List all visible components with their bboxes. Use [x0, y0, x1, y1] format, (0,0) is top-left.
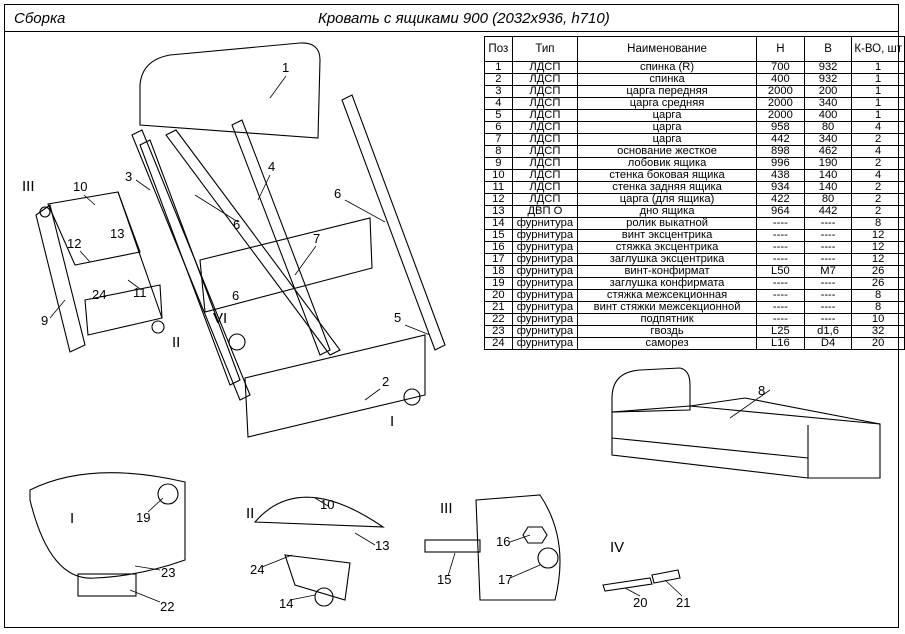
callout-1: 1: [282, 60, 289, 75]
header-section-label: Сборка: [14, 10, 66, 27]
callout-20: 20: [633, 595, 647, 610]
fitting-circle-iii: [39, 206, 51, 218]
callout-9: 9: [41, 313, 48, 328]
view-marker-vi: VI: [213, 310, 227, 327]
headboard-panel: [139, 42, 321, 139]
callout-17: 17: [498, 572, 512, 587]
callout-6c: 6: [232, 288, 239, 303]
callout-24-detail: 24: [250, 562, 264, 577]
detail-iii-board: [475, 494, 561, 601]
callout-13-detail: 13: [375, 538, 389, 553]
callout-12: 12: [67, 236, 81, 251]
callout-11: 11: [133, 285, 147, 300]
interconnect-nut: [651, 569, 681, 584]
eccentric-cap-icon: [537, 547, 559, 569]
col-header-name: Наименование: [577, 36, 757, 62]
detail-iii-title: III: [440, 500, 453, 517]
cell-h: ----: [755, 253, 805, 266]
callout-23: 23: [161, 565, 175, 580]
col-header-qty: К-ВО, шт: [851, 36, 905, 62]
cross-panel: [199, 217, 373, 313]
callout-3: 3: [125, 169, 132, 184]
callout-10: 10: [73, 179, 87, 194]
cell-name: саморез: [577, 337, 757, 350]
callout-15: 15: [437, 572, 451, 587]
callout-4: 4: [268, 159, 275, 174]
callout-5: 5: [394, 310, 401, 325]
confirmat-circle-i: [403, 388, 421, 406]
view-marker-i: I: [390, 413, 394, 430]
middle-rail-2: [231, 119, 331, 356]
fitting-circle-vi: [228, 333, 246, 351]
callout-14: 14: [279, 596, 293, 611]
callout-8: 8: [758, 383, 765, 398]
middle-rail: [165, 129, 341, 356]
callout-7: 7: [313, 231, 320, 246]
view-marker-ii: II: [172, 334, 180, 351]
footboard-panel: [244, 334, 426, 438]
leader-lines: [49, 75, 771, 603]
callout-21: 21: [676, 595, 690, 610]
detail-i-board: [29, 472, 186, 579]
roller-circle-ii: [151, 320, 165, 334]
detail-i-title: I: [70, 510, 74, 527]
floor-pad: [77, 573, 137, 597]
interconnect-screw: [602, 577, 653, 592]
roller-bracket: [284, 554, 351, 601]
eccentric-bolt: [424, 539, 481, 553]
table-header-row: Поз Тип Наименование Н В К-ВО, шт: [484, 36, 905, 62]
confirmat-cap-icon: [157, 483, 179, 505]
header-divider: [4, 31, 899, 32]
callout-19: 19: [136, 510, 150, 525]
drawer-side: [47, 191, 141, 266]
side-rail: [341, 94, 446, 351]
drawer-front: [35, 204, 86, 353]
col-header-h: Н: [755, 36, 805, 62]
callout-6b: 6: [334, 186, 341, 201]
header-title: Кровать с ящиками 900 (2032х936, h710): [318, 10, 610, 27]
cell-h: L16: [755, 337, 805, 350]
detail-ii-title: II: [246, 505, 254, 522]
callout-2: 2: [382, 374, 389, 389]
callout-22: 22: [160, 599, 174, 614]
eccentric-housing-icon: [522, 526, 548, 544]
callout-10-detail: 10: [320, 497, 334, 512]
small-bed-top: [689, 397, 881, 425]
detail-iv-title: IV: [610, 539, 624, 556]
detail-ii-board: [253, 496, 385, 528]
callout-16: 16: [496, 534, 510, 549]
side-rail-back: [139, 139, 241, 386]
roller-wheel-icon: [314, 587, 334, 607]
callout-6a: 6: [233, 217, 240, 232]
view-marker-iii: III: [22, 178, 35, 195]
callout-13: 13: [110, 226, 124, 241]
callout-24: 24: [92, 287, 106, 302]
front-rail: [131, 129, 251, 401]
cell-qty: 20: [851, 337, 905, 350]
small-bed-headboard: [611, 367, 691, 413]
